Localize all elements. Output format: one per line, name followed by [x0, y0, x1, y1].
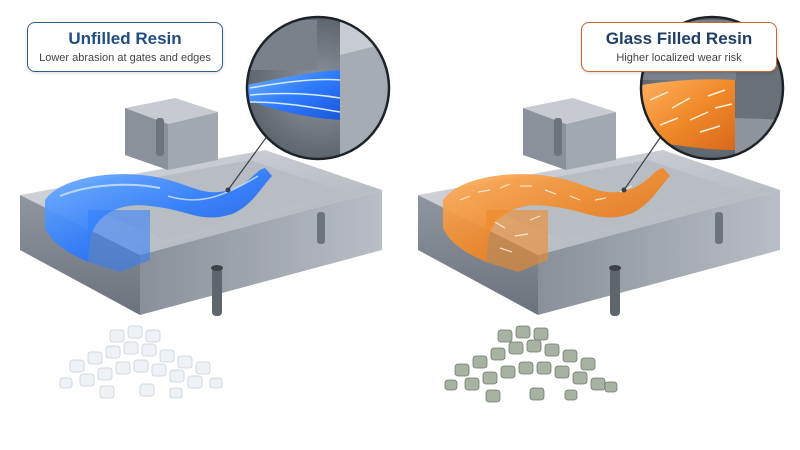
- left-callout-leader: [227, 134, 269, 191]
- right-callout-leader: [623, 134, 663, 191]
- glass-filled-resin-label: Glass Filled Resin Higher localized wear…: [581, 22, 777, 72]
- left-mold-block: [20, 98, 382, 316]
- unfilled-resin-title: Unfilled Resin: [68, 29, 182, 48]
- right-pellet-pile: [444, 325, 618, 403]
- unfilled-resin-subtitle: Lower abrasion at gates and edges: [39, 52, 211, 64]
- glass-filled-resin-subtitle: Higher localized wear risk: [616, 52, 742, 64]
- right-mold-block: [418, 98, 780, 316]
- left-magnifier-bubble: [245, 15, 391, 161]
- left-pellet-pile: [59, 325, 223, 399]
- glass-filled-resin-title: Glass Filled Resin: [605, 29, 753, 48]
- unfilled-resin-label: Unfilled Resin Lower abrasion at gates a…: [27, 22, 223, 72]
